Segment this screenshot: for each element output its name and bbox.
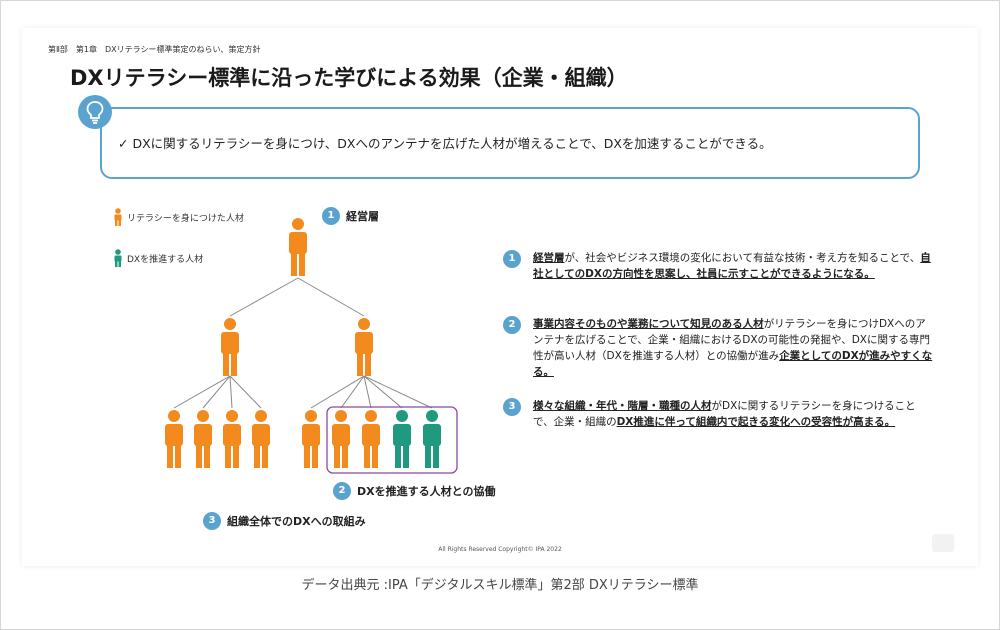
diagram-label-2-text: DXを推進する人材との協働 <box>357 485 496 498</box>
legend-literacy-label: リテラシーを身につけた人材 <box>127 213 244 224</box>
connector-line <box>229 375 262 409</box>
person-staff-right-2 <box>332 410 350 468</box>
person-teal-icon <box>114 249 122 267</box>
person-dx-promoter-5 <box>423 410 441 468</box>
tree-connectors <box>173 277 433 409</box>
diagram-label-2: 2 DXを推進する人材との協働 <box>333 482 496 500</box>
explanation-3-text: 様々な組織・年代・階層・職種の人材がDXに関するリテラシーを身につけることで、企… <box>533 398 933 430</box>
source-caption: データ出典元 :IPA「デジタルスキル標準」第2部 DXリテラシー標準 <box>301 578 699 593</box>
explanation-3-part-2: がDXに関するリテラシーを身につけることで、企業・組織の <box>533 400 916 428</box>
key-message-box: ✓ DXに関するリテラシーを身につけ、DXへのアンテナを広げた人材が増えることで… <box>100 107 920 179</box>
person-staff-left-3 <box>223 410 241 468</box>
connector-line <box>363 375 372 409</box>
person-staff-left-4 <box>252 410 270 468</box>
key-message-text: ✓ DXに関するリテラシーを身につけ、DXへのアンテナを広げた人材が増えることで… <box>118 136 772 151</box>
explanation-2-badge: 2 <box>503 316 521 334</box>
explanation-1-badge: 1 <box>503 250 521 268</box>
explanation-2-part-3: 企業としてのDXが進みやすくなる。 <box>533 350 933 378</box>
person-manager-2 <box>355 318 373 376</box>
explanation-2: 2 事業内容そのものや業務について知見のある人材がリテラシーを身につけDXへのア… <box>503 316 933 380</box>
explanation-1-part-1: 経営層 <box>533 252 565 264</box>
explanation-3-part-1: 様々な組織・年代・階層・職種の人材 <box>533 400 712 412</box>
person-dx-promoter-4 <box>393 410 411 468</box>
badge-1: 1 <box>322 207 340 225</box>
person-staff-right-3 <box>362 410 380 468</box>
connector-line <box>202 375 231 409</box>
legend-dx-promoter: DXを推進する人材 <box>113 249 203 267</box>
diagram-label-3: 3 組織全体でのDXへの取組み <box>203 512 366 530</box>
slide-title: DXリテラシー標準に沿った学びによる効果（企業・組織） <box>70 66 628 90</box>
connector-line <box>229 375 233 409</box>
person-orange-icon <box>114 208 122 226</box>
connector-line <box>363 375 403 409</box>
person-staff-left-2 <box>194 410 212 468</box>
diagram-label-1: 1 経営層 <box>322 207 379 225</box>
badge-3: 3 <box>203 512 221 530</box>
collaboration-group-box <box>326 406 458 474</box>
chapter-breadcrumb: 第Ⅱ部 第1章 DXリテラシー標準策定のねらい、策定方針 <box>48 45 261 54</box>
explanation-1-part-3: 自社としてのDXの方向性を思案し、社員に示すことができるようになる。 <box>533 252 931 280</box>
legend-literacy: リテラシーを身につけた人材 <box>113 208 244 226</box>
explanation-2-text: 事業内容そのものや業務について知見のある人材がリテラシーを身につけDXへのアンテ… <box>533 316 933 380</box>
connector-line <box>229 277 299 317</box>
explanation-2-part-2: がリテラシーを身につけDXへのアンテナを広げることで、企業・組織におけるDXの可… <box>533 318 931 362</box>
person-manager-1 <box>221 318 239 376</box>
explanation-1: 1 経営層が、社会やビジネス環境の変化において有益な技術・考え方を知ることで、自… <box>503 250 933 282</box>
explanation-1-text: 経営層が、社会やビジネス環境の変化において有益な技術・考え方を知ることで、自社と… <box>533 250 933 282</box>
connector-line <box>173 375 231 409</box>
connector-line <box>310 375 365 409</box>
copyright-text: All Rights Reserved Copyright© IPA 2022 <box>438 546 562 553</box>
page-corner-tab <box>932 534 954 552</box>
explanation-3: 3 様々な組織・年代・階層・職種の人材がDXに関するリテラシーを身につけることで… <box>503 398 933 430</box>
legend-dx-promoter-label: DXを推進する人材 <box>127 254 204 265</box>
person-staff-right-1 <box>302 410 320 468</box>
explanation-3-badge: 3 <box>503 398 521 416</box>
connector-line <box>340 375 365 409</box>
explanation-3-part-3: DX推進に伴って組織内で起きる変化への受容性が高まる。 <box>616 416 896 428</box>
diagram-label-1-text: 経営層 <box>346 210 379 223</box>
connector-line <box>297 277 365 317</box>
person-staff-left-1 <box>165 410 183 468</box>
connector-line <box>363 375 433 409</box>
explanation-1-part-2: が、社会やビジネス環境の変化において有益な技術・考え方を知ることで、 <box>564 252 921 264</box>
explanation-2-part-1: 事業内容そのものや業務について知見のある人材 <box>533 318 764 330</box>
diagram-label-3-text: 組織全体でのDXへの取組み <box>227 515 366 528</box>
people-figures <box>165 218 441 468</box>
person-executive <box>289 218 307 276</box>
lightbulb-icon <box>78 95 112 129</box>
badge-2: 2 <box>333 482 351 500</box>
